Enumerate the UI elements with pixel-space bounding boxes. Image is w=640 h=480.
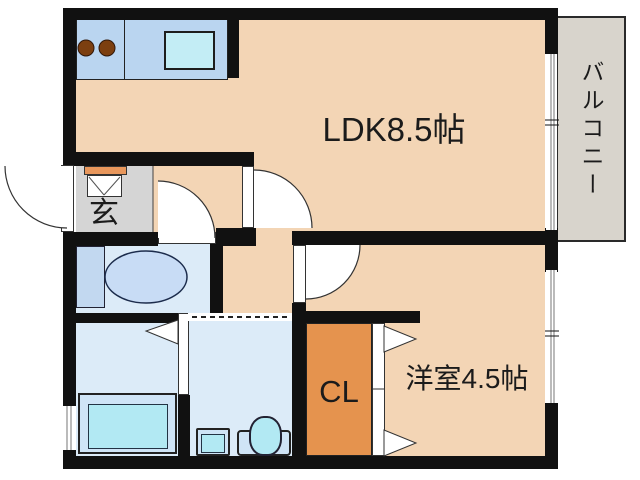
entrance-label: 玄: [89, 197, 119, 230]
wall-genkan-bottom: [63, 232, 158, 246]
wall-hall-corner: [216, 228, 256, 246]
western-room-door-leaf: [293, 245, 306, 303]
wall-bottom: [63, 456, 558, 469]
bathtub-deck: [76, 246, 105, 308]
western-room-label: 洋室4.5帖: [405, 363, 529, 394]
wall-right-middle: [545, 228, 558, 272]
balcony-area: [556, 16, 626, 242]
wall-closet-left: [292, 303, 306, 456]
ldk-label: LDK8.5帖: [322, 111, 466, 148]
wall-closet-top: [292, 311, 420, 323]
kitchen-sink: [164, 31, 215, 70]
wall-bath-bottom: [63, 313, 178, 323]
wall-toilet-left: [178, 395, 190, 456]
closet-door-strip: [372, 323, 385, 456]
entrance-door-arc: [4, 165, 68, 229]
wall-ldk-hall: [63, 152, 254, 166]
balcony-label: バルコニー: [578, 60, 604, 200]
wall-right-upper: [545, 8, 558, 54]
wall-ldk-south: [292, 231, 545, 245]
wall-left-lower: [63, 450, 76, 469]
washing-machine-pan-inner: [88, 404, 168, 449]
window-western-room: [546, 270, 557, 403]
entrance-door-swing: [5, 166, 67, 228]
closet-box: [306, 323, 372, 456]
window-balcony: [546, 54, 557, 230]
toilet-bowl: [249, 416, 282, 456]
wall-bath-right: [210, 240, 223, 313]
small-sink-box-inner: [201, 434, 225, 453]
bathroom-door-opening: [158, 232, 216, 244]
closet-label: CL: [319, 374, 359, 409]
wall-top: [63, 8, 558, 20]
wall-right-lower: [545, 403, 558, 469]
shoe-cabinet-top: [84, 166, 127, 175]
window-washroom: [63, 406, 76, 450]
toilet-door-leaf: [178, 313, 189, 395]
ldk-door-leaf: [242, 166, 254, 228]
kitchen-counter-divider: [124, 19, 125, 79]
toilet-room-opening: [188, 313, 292, 321]
wall-left-upper: [63, 8, 76, 166]
wall-kitchen-right: [228, 18, 239, 78]
entrance-door-leaf: [61, 165, 74, 232]
